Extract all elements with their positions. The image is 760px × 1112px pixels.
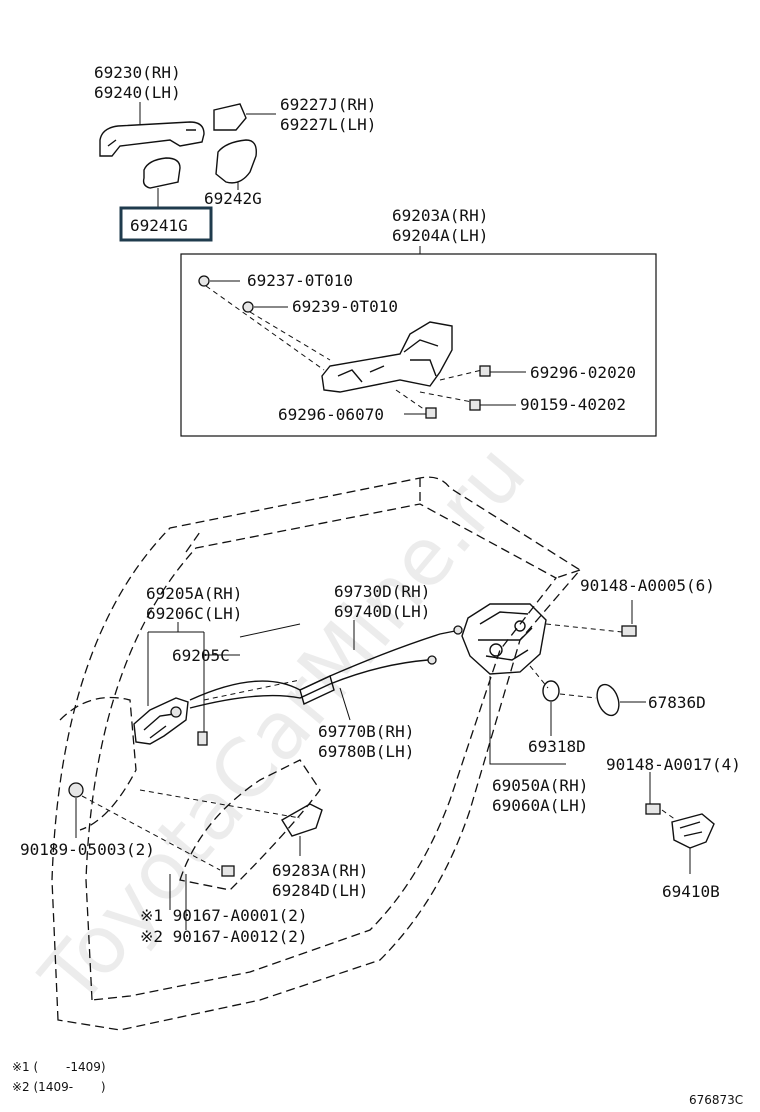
seal-ring-icon [542, 680, 560, 702]
door-lock-shape [461, 603, 547, 675]
label-69239: 69239-0T010 [292, 297, 398, 316]
inside-handle-shape [133, 697, 189, 745]
striker-group [645, 772, 715, 874]
handle-frame-shape [321, 321, 453, 393]
frame-group-box [180, 253, 657, 437]
screw-icon [170, 706, 182, 718]
label-90167a2: ※2 90167-A0012(2) [140, 927, 308, 946]
label-69296b: 69296-06070 [278, 405, 384, 424]
outside-handle-group [99, 102, 276, 242]
label-69410b: 69410B [662, 882, 720, 901]
label-69730d: 69730D(RH) [334, 582, 430, 601]
handle-gasket-shape [142, 157, 181, 189]
screw-icon [221, 865, 235, 877]
label-90148a17: 90148-A0017(4) [606, 755, 741, 774]
bolt-icon [479, 365, 491, 377]
cable-group [189, 620, 463, 721]
cable-end-icon [427, 655, 437, 665]
label-69780b: 69780B(LH) [318, 742, 414, 761]
label-69770b: 69770B(RH) [318, 722, 414, 741]
label-69227j: 69227J(RH) [280, 95, 376, 114]
bolt-icon [469, 399, 481, 411]
label-69284d: 69284D(LH) [272, 881, 368, 900]
clip-icon [68, 782, 84, 798]
label-69241g: 69241G [130, 216, 188, 235]
label-69060a: 69060A(LH) [492, 796, 588, 815]
inside-handle-group [133, 622, 301, 746]
label-90159: 90159-40202 [520, 395, 626, 414]
label-69205a: 69205A(RH) [146, 584, 242, 603]
grommet-icon [596, 683, 620, 717]
nut-icon [242, 301, 254, 313]
door-outline [51, 476, 581, 1031]
label-69740d: 69740D(LH) [334, 602, 430, 621]
label-69230: 69230(RH) [94, 63, 181, 82]
drawing-code: 676873C [689, 1093, 743, 1107]
handle-frame-group: 69203A(RH) 69204A(LH) 69237-0T010 69239-… [180, 206, 657, 437]
label-69318d: 69318D [528, 737, 586, 756]
handle-pad-shape [215, 139, 257, 184]
screw-icon [645, 803, 661, 815]
footnote-2: ※2 (1409- ) [12, 1080, 106, 1094]
bolt-icon [425, 407, 437, 419]
outer-handle-shape [99, 121, 205, 157]
label-69227l: 69227L(LH) [280, 115, 376, 134]
label-69206c: 69206C(LH) [146, 604, 242, 623]
cable-end-icon [453, 625, 463, 635]
striker-shape [671, 813, 715, 849]
label-69296a: 69296-02020 [530, 363, 636, 382]
label-69204a: 69204A(LH) [392, 226, 488, 245]
label-69237: 69237-0T010 [247, 271, 353, 290]
label-67836d: 67836D [648, 693, 706, 712]
label-69203a: 69203A(RH) [392, 206, 488, 225]
cover-shape [281, 803, 323, 837]
label-90189: 90189-05003(2) [20, 840, 155, 859]
label-69050a: 69050A(RH) [492, 776, 588, 795]
handle-cap-shape [213, 103, 247, 131]
screw-icon [197, 731, 208, 746]
highlight-box [119, 206, 213, 242]
lower-parts-group [68, 782, 323, 930]
label-90167a1: ※1 90167-A0001(2) [140, 906, 308, 925]
screw-icon [621, 625, 637, 637]
label-69205c: 69205C [172, 646, 230, 665]
label-69283a: 69283A(RH) [272, 861, 368, 880]
label-69240: 69240(LH) [94, 83, 181, 102]
label-69242g: 69242G [204, 189, 262, 208]
nut-icon [198, 275, 210, 287]
label-90148a5: 90148-A0005(6) [580, 576, 715, 595]
door-lock-group [461, 600, 646, 765]
footnote-1: ※1 ( -1409) [12, 1060, 106, 1074]
